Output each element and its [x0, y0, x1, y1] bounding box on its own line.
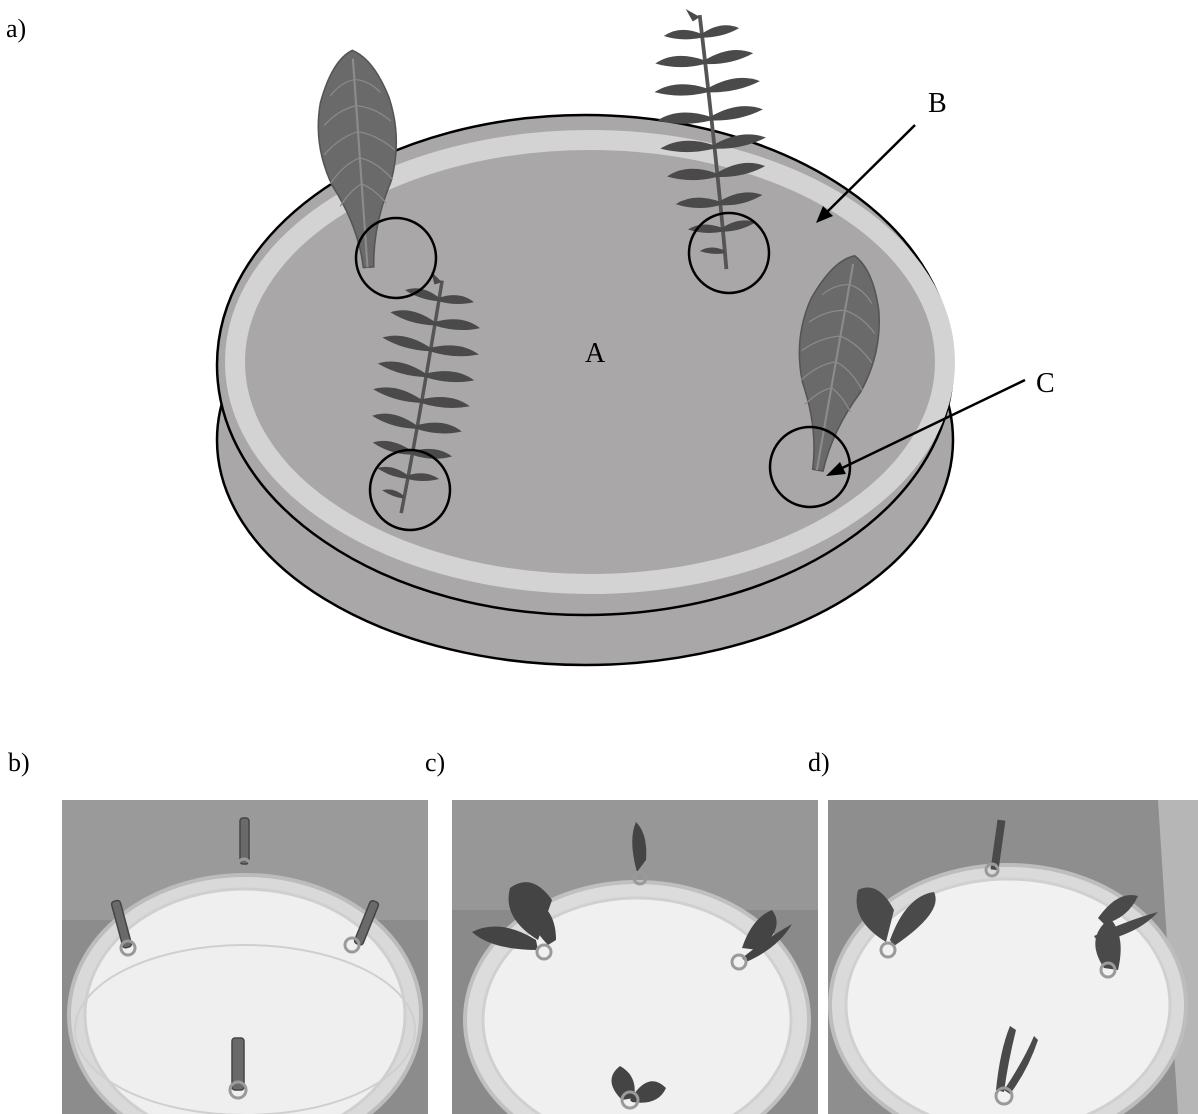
callout-a: A [585, 338, 606, 369]
photo-c-simple-leaves [452, 800, 818, 1114]
photo-d-mixed-leaves [828, 800, 1198, 1114]
panel-label-b: b) [8, 748, 30, 778]
petri-dish-schematic: A B C [0, 0, 1198, 700]
photo-b-stems [62, 800, 428, 1114]
arrow-b [826, 125, 915, 213]
callout-b: B [928, 88, 947, 119]
callout-c: C [1036, 368, 1055, 399]
panel-label-c: c) [425, 748, 445, 778]
panel-label-d: d) [808, 748, 830, 778]
